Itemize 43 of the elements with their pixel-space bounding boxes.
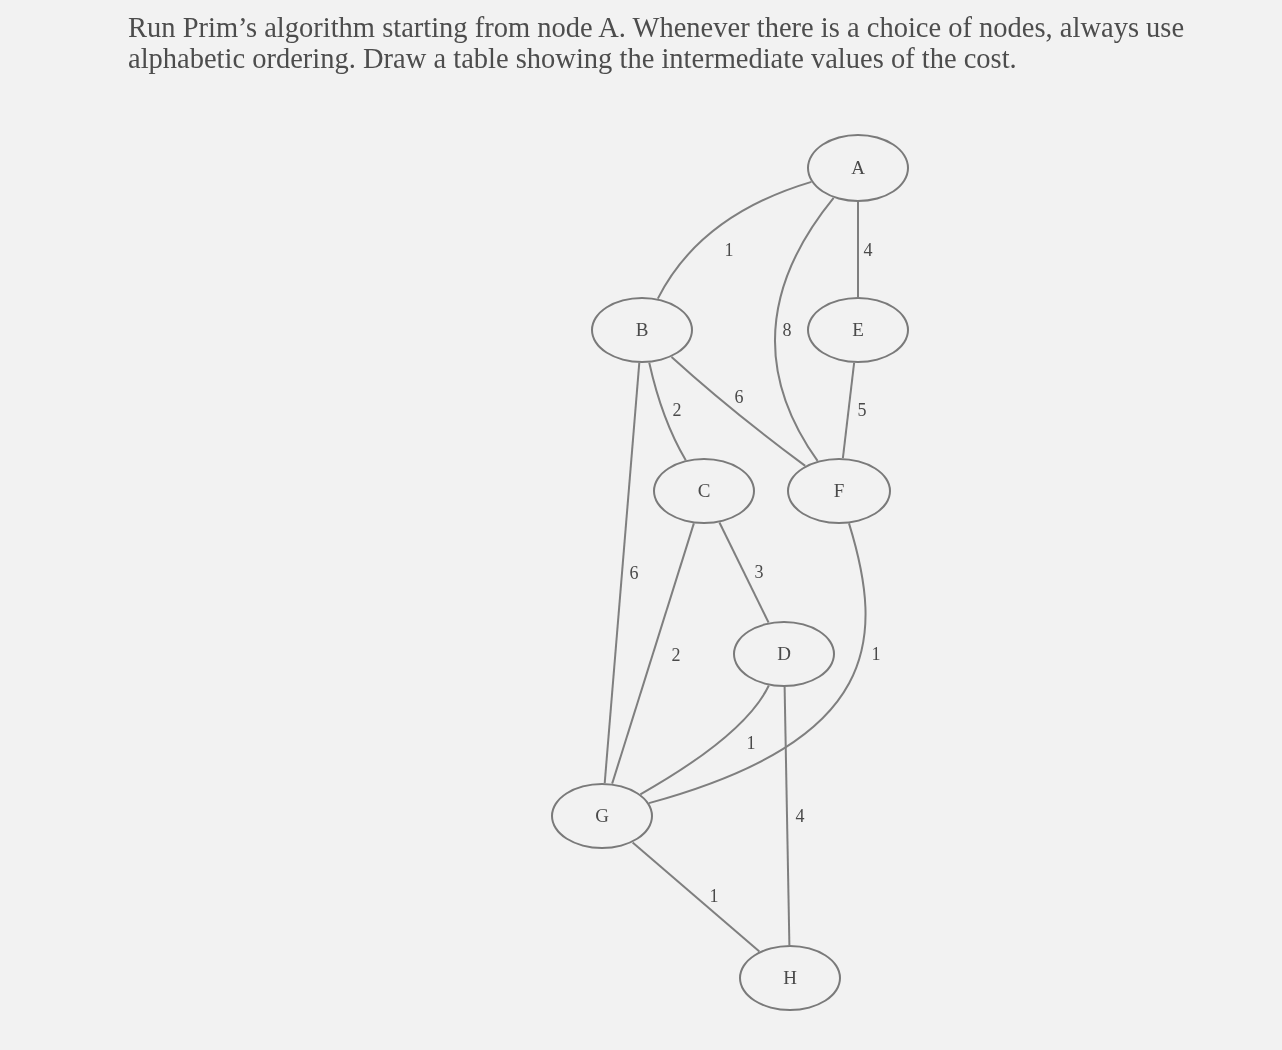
question-text: Run Prim’s algorithm starting from node A. Whenever there is a choice of nodes, always use alphabetic ordering. Draw a table showing the intermediate values of the cost.	[128, 12, 1186, 74]
edge-line	[774, 196, 835, 462]
edge-line	[656, 180, 813, 300]
edge-label: 2	[671, 401, 683, 419]
edge-line	[841, 361, 856, 460]
node-label: H	[783, 968, 797, 988]
node-label: C	[697, 481, 711, 501]
edge-line	[783, 686, 791, 946]
node-ellipse	[739, 945, 841, 1011]
edge-line	[631, 841, 761, 953]
node-label: E	[852, 320, 864, 340]
edge-label: 1	[708, 887, 720, 905]
node-ellipse	[591, 297, 693, 363]
edge-line	[639, 684, 770, 796]
node-label: D	[777, 644, 791, 664]
edge-label: 4	[794, 807, 806, 825]
node-ellipse	[733, 621, 835, 687]
edge-line	[611, 522, 695, 785]
edge-line	[857, 201, 859, 298]
edge-line	[670, 355, 807, 467]
node-ellipse	[787, 458, 891, 524]
edge-label: 6	[733, 388, 745, 406]
node-ellipse	[653, 458, 755, 524]
edge-label: 5	[856, 401, 868, 419]
edge-label: 2	[670, 646, 682, 664]
edge-line	[603, 361, 641, 785]
edge-label: 1	[745, 734, 757, 752]
edge-label: 1	[723, 241, 735, 259]
edge-label: 6	[628, 564, 640, 582]
edge-label: 4	[862, 241, 874, 259]
edge-line	[718, 521, 770, 624]
edge-line	[648, 522, 867, 805]
node-label: A	[851, 158, 865, 178]
node-label: B	[635, 320, 649, 340]
edge-label: 3	[753, 563, 765, 581]
node-label: G	[595, 806, 609, 826]
edge-label: 8	[781, 321, 793, 339]
node-ellipse	[551, 783, 653, 849]
node-label: F	[833, 481, 845, 501]
node-ellipse	[807, 134, 909, 202]
node-ellipse	[807, 297, 909, 363]
edge-line	[648, 361, 687, 462]
edge-label: 1	[870, 645, 882, 663]
